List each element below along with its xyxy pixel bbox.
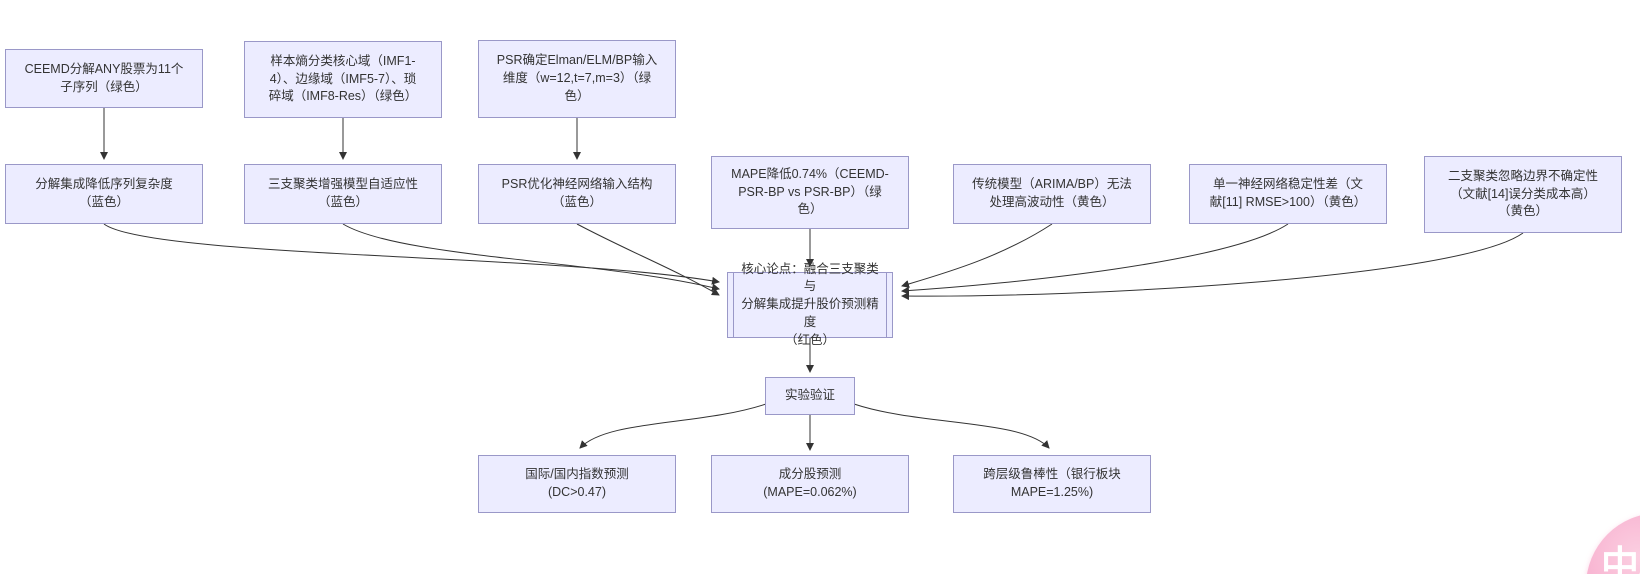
node-ceemd-decompose-label: CEEMD分解ANY股票为11个 子序列（绿色） (24, 61, 184, 94)
edge-traditional-to-core (901, 223, 1053, 288)
node-mape-reduction-label: MAPE降低0.74%（CEEMD- PSR-BP vs PSR-BP）（绿 色… (731, 166, 889, 217)
edge-psropt-to-core (576, 223, 720, 296)
node-mape-reduction: MAPE降低0.74%（CEEMD- PSR-BP vs PSR-BP）（绿 色… (711, 156, 909, 229)
node-psr-optimize-label: PSR优化神经网络输入结构 （蓝色） (501, 177, 653, 209)
node-cross-level-robustness: 跨层级鲁棒性（银行板块 MAPE=1.25%) (953, 455, 1151, 513)
edge-experiment-to-indexpred (579, 403, 767, 449)
edge-twoway-to-core (901, 232, 1524, 301)
node-core-thesis: 核心论点：融合三支聚类与 分解集成提升股价预测精度 （红色） (727, 262, 893, 347)
edge-singlenn-to-core (901, 223, 1289, 295)
node-ceemd-decompose: CEEMD分解ANY股票为11个 子序列（绿色） (5, 49, 203, 108)
node-three-way-clustering: 三支聚类增强模型自适应性 （蓝色） (244, 164, 442, 224)
node-cross-level-robustness-label: 跨层级鲁棒性（银行板块 MAPE=1.25%) (983, 467, 1121, 499)
node-single-nn: 单一神经网络稳定性差（文 献[11] RMSE>100）（黄色） (1189, 164, 1387, 224)
node-single-nn-label: 单一神经网络稳定性差（文 献[11] RMSE>100）（黄色） (1209, 177, 1367, 209)
node-core-thesis-label: 核心论点：融合三支聚类与 分解集成提升股价预测精度 （红色） (741, 261, 879, 347)
node-experiment-validation-label: 实验验证 (784, 388, 835, 403)
node-two-way-clustering-label: 二支聚类忽略边界不确定性 （文献[14]误分类成本高） （黄色） (1447, 168, 1598, 219)
node-psr-optimize: PSR优化神经网络输入结构 （蓝色） (478, 164, 676, 224)
node-traditional-model-label: 传统模型（ARIMA/BP）无法 处理高波动性（黄色） (972, 177, 1132, 209)
node-index-prediction: 国际/国内指数预测 (DC>0.47) (478, 455, 676, 513)
node-index-prediction-label: 国际/国内指数预测 (DC>0.47) (525, 467, 629, 499)
node-sample-entropy: 样本熵分类核心域（IMF1- 4）、边缘域（IMF5-7）、琐 碎域（IMF8-… (244, 41, 442, 118)
edge-decompose-to-core (103, 223, 720, 285)
node-two-way-clustering: 二支聚类忽略边界不确定性 （文献[14]误分类成本高） （黄色） (1424, 156, 1622, 233)
edge-threeway-to-core (342, 223, 720, 292)
node-experiment-validation: 实验验证 (765, 377, 855, 415)
node-psr-dimension-label: PSR确定Elman/ELM/BP输入 维度（w=12,t=7,m=3）（绿 色… (496, 53, 658, 103)
node-component-stock-prediction-label: 成分股预测 (MAPE=0.062%) (763, 467, 857, 499)
node-decompose-integrate-label: 分解集成降低序列复杂度 （蓝色） (35, 177, 173, 209)
node-three-way-clustering-label: 三支聚类增强模型自适应性 （蓝色） (267, 177, 418, 209)
node-psr-dimension: PSR确定Elman/ELM/BP输入 维度（w=12,t=7,m=3）（绿 色… (478, 40, 676, 118)
translate-icon: 中A (1601, 545, 1640, 574)
node-traditional-model: 传统模型（ARIMA/BP）无法 处理高波动性（黄色） (953, 164, 1151, 224)
node-sample-entropy-label: 样本熵分类核心域（IMF1- 4）、边缘域（IMF5-7）、琐 碎域（IMF8-… (268, 53, 418, 104)
edge-experiment-to-robustness (853, 403, 1050, 449)
node-decompose-integrate: 分解集成降低序列复杂度 （蓝色） (5, 164, 203, 224)
node-component-stock-prediction: 成分股预测 (MAPE=0.062%) (711, 455, 909, 513)
